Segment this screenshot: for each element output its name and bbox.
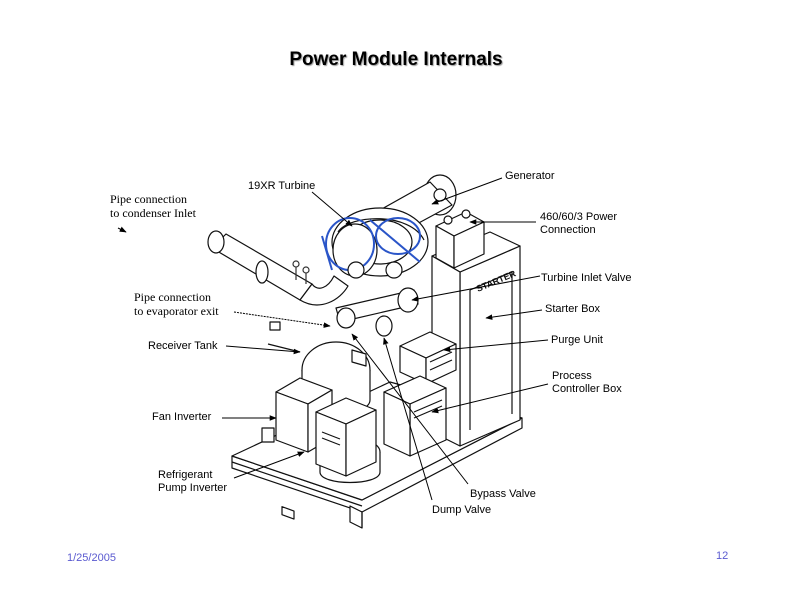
turbine-inlet-valve-leader [411, 276, 540, 302]
dump-valve-leader [383, 337, 432, 500]
pipe-condenser-leader [118, 226, 127, 232]
process-controller-label: Process Controller Box [552, 370, 622, 396]
pump-inverter-label-line2: Pump Inverter [158, 482, 228, 494]
pipe-evaporator-label: Pipe connection to evaporator exit [134, 290, 219, 318]
pipe-evaporator-label-line2: to evaporator exit [134, 304, 219, 318]
pump-inverter-label: Refrigerant Pump Inverter [158, 469, 227, 495]
slide-date: 1/25/2005 [67, 552, 116, 564]
bypass-valve-label: Bypass Valve [470, 488, 536, 500]
pipe-evaporator-label-line1: Pipe connection [134, 290, 211, 304]
starter-box-label: Starter Box [545, 303, 601, 315]
fan-inverter-label: Fan Inverter [152, 411, 212, 423]
purge-unit-label: Purge Unit [551, 334, 603, 346]
starter-box-leader [485, 310, 542, 320]
bypass-valve-leader [351, 333, 468, 484]
turbine-leader [312, 192, 353, 227]
process-controller-label-line1: Process [552, 370, 592, 382]
turbine-inlet-valve [336, 288, 418, 336]
receiver-tank-label: Receiver Tank [148, 340, 218, 352]
power-connection-label-line1: 460/60/3 Power [540, 211, 618, 223]
pump-inverter-label-line1: Refrigerant [158, 469, 213, 481]
turbine-inlet-valve-label: Turbine Inlet Valve [541, 272, 632, 284]
power-connection-label-line2: Connection [540, 224, 596, 236]
condenser-pipe [208, 231, 348, 305]
process-controller-box [384, 376, 446, 456]
pipe-evaporator-leader [234, 312, 331, 328]
pipe-condenser-label-line2: to condenser Inlet [110, 206, 196, 220]
dump-valve-label: Dump Valve [432, 504, 492, 516]
purge-unit [400, 332, 456, 384]
pump-inverter-leader [234, 452, 305, 478]
pump-inverter-cabinet [316, 398, 376, 476]
process-controller-label-line2: Controller Box [552, 383, 622, 395]
generator-label: Generator [505, 170, 555, 182]
power-connection-label: 460/60/3 Power Connection [540, 211, 617, 237]
pipe-condenser-label: Pipe connection to condenser Inlet [110, 192, 196, 220]
pipe-condenser-label-line1: Pipe connection [110, 192, 187, 206]
receiver-tank-leader [226, 346, 301, 355]
turbine-label: 19XR Turbine [248, 180, 316, 192]
fittings [262, 322, 366, 442]
process-controller-leader [431, 384, 548, 414]
purge-unit-leader [443, 340, 548, 353]
turbine [322, 208, 428, 278]
generator-leader [431, 178, 502, 204]
slide-number: 12 [716, 550, 729, 562]
slide-title: Power Module Internals [289, 49, 503, 70]
